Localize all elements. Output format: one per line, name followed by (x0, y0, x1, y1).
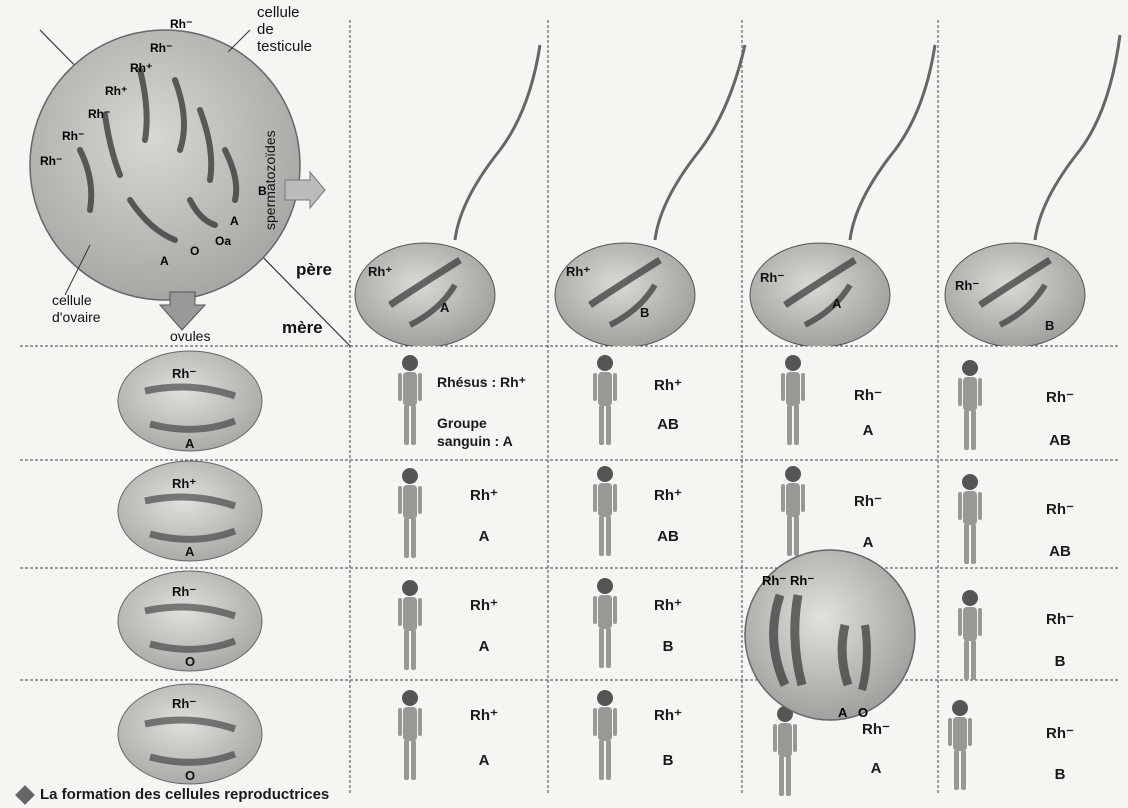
child-figure (593, 690, 617, 780)
child-figure (593, 466, 617, 556)
child-figure (781, 355, 805, 445)
offspring-group: A (454, 528, 514, 545)
offspring-rh: Rh⁻ (838, 386, 898, 404)
offspring-rh: Rh⁻ (846, 720, 906, 738)
offspring-group: A (846, 760, 906, 777)
child-figure (593, 578, 617, 668)
offspring-rh: Rh⁺ (638, 486, 698, 504)
offspring-rh: Rh⁺ (638, 706, 698, 724)
offspring-group-label: Groupe sanguin : A (437, 414, 513, 450)
child-figure (398, 690, 422, 780)
caption-text: La formation des cellules reproductrices (40, 786, 329, 803)
child-figure (781, 466, 805, 556)
zoomed-cell-label: Rh⁻ (790, 573, 814, 588)
offspring-rh: Rh⁻ (1030, 610, 1090, 628)
offspring-group: A (454, 638, 514, 655)
zoomed-cell-label: A (838, 705, 848, 720)
zoomed-cell-label: O (858, 705, 868, 720)
offspring-rh: Rh⁻ (838, 492, 898, 510)
offspring-group: B (638, 752, 698, 769)
child-figure (398, 355, 422, 445)
child-figure (398, 468, 422, 558)
offspring-group: B (1030, 653, 1090, 670)
offspring-group: AB (638, 528, 698, 545)
offspring-group: B (1030, 766, 1090, 783)
child-figure (593, 355, 617, 445)
offspring-group: AB (638, 416, 698, 433)
offspring-rh: Rh⁺ (454, 706, 514, 724)
child-figure (958, 590, 982, 680)
child-figure (958, 360, 982, 450)
offspring-group: A (838, 534, 898, 551)
offspring-group: A (454, 752, 514, 769)
child-figure (398, 580, 422, 670)
child-figure (958, 474, 982, 564)
offspring-group: AB (1030, 543, 1090, 560)
offspring-rh: Rh⁻ (1030, 724, 1090, 742)
child-figure (948, 700, 972, 790)
offspring-rh: Rh⁻ (1030, 500, 1090, 518)
offspring-group: AB (1030, 432, 1090, 449)
offspring-rh: Rh⁺ (638, 376, 698, 394)
offspring-rh: Rh⁺ (454, 596, 514, 614)
offspring-group: B (638, 638, 698, 655)
offspring-rh: Rh⁻ (1030, 388, 1090, 406)
offspring-rh: Rh⁺ (454, 486, 514, 504)
offspring-rh-label: Rhésus : Rh⁺ (437, 374, 526, 391)
offspring-group: A (838, 422, 898, 439)
offspring-rh: Rh⁺ (638, 596, 698, 614)
zoomed-cell-label: Rh⁻ (762, 573, 786, 588)
zoomed-cell: Rh⁻ Rh⁻ A O (740, 545, 920, 725)
